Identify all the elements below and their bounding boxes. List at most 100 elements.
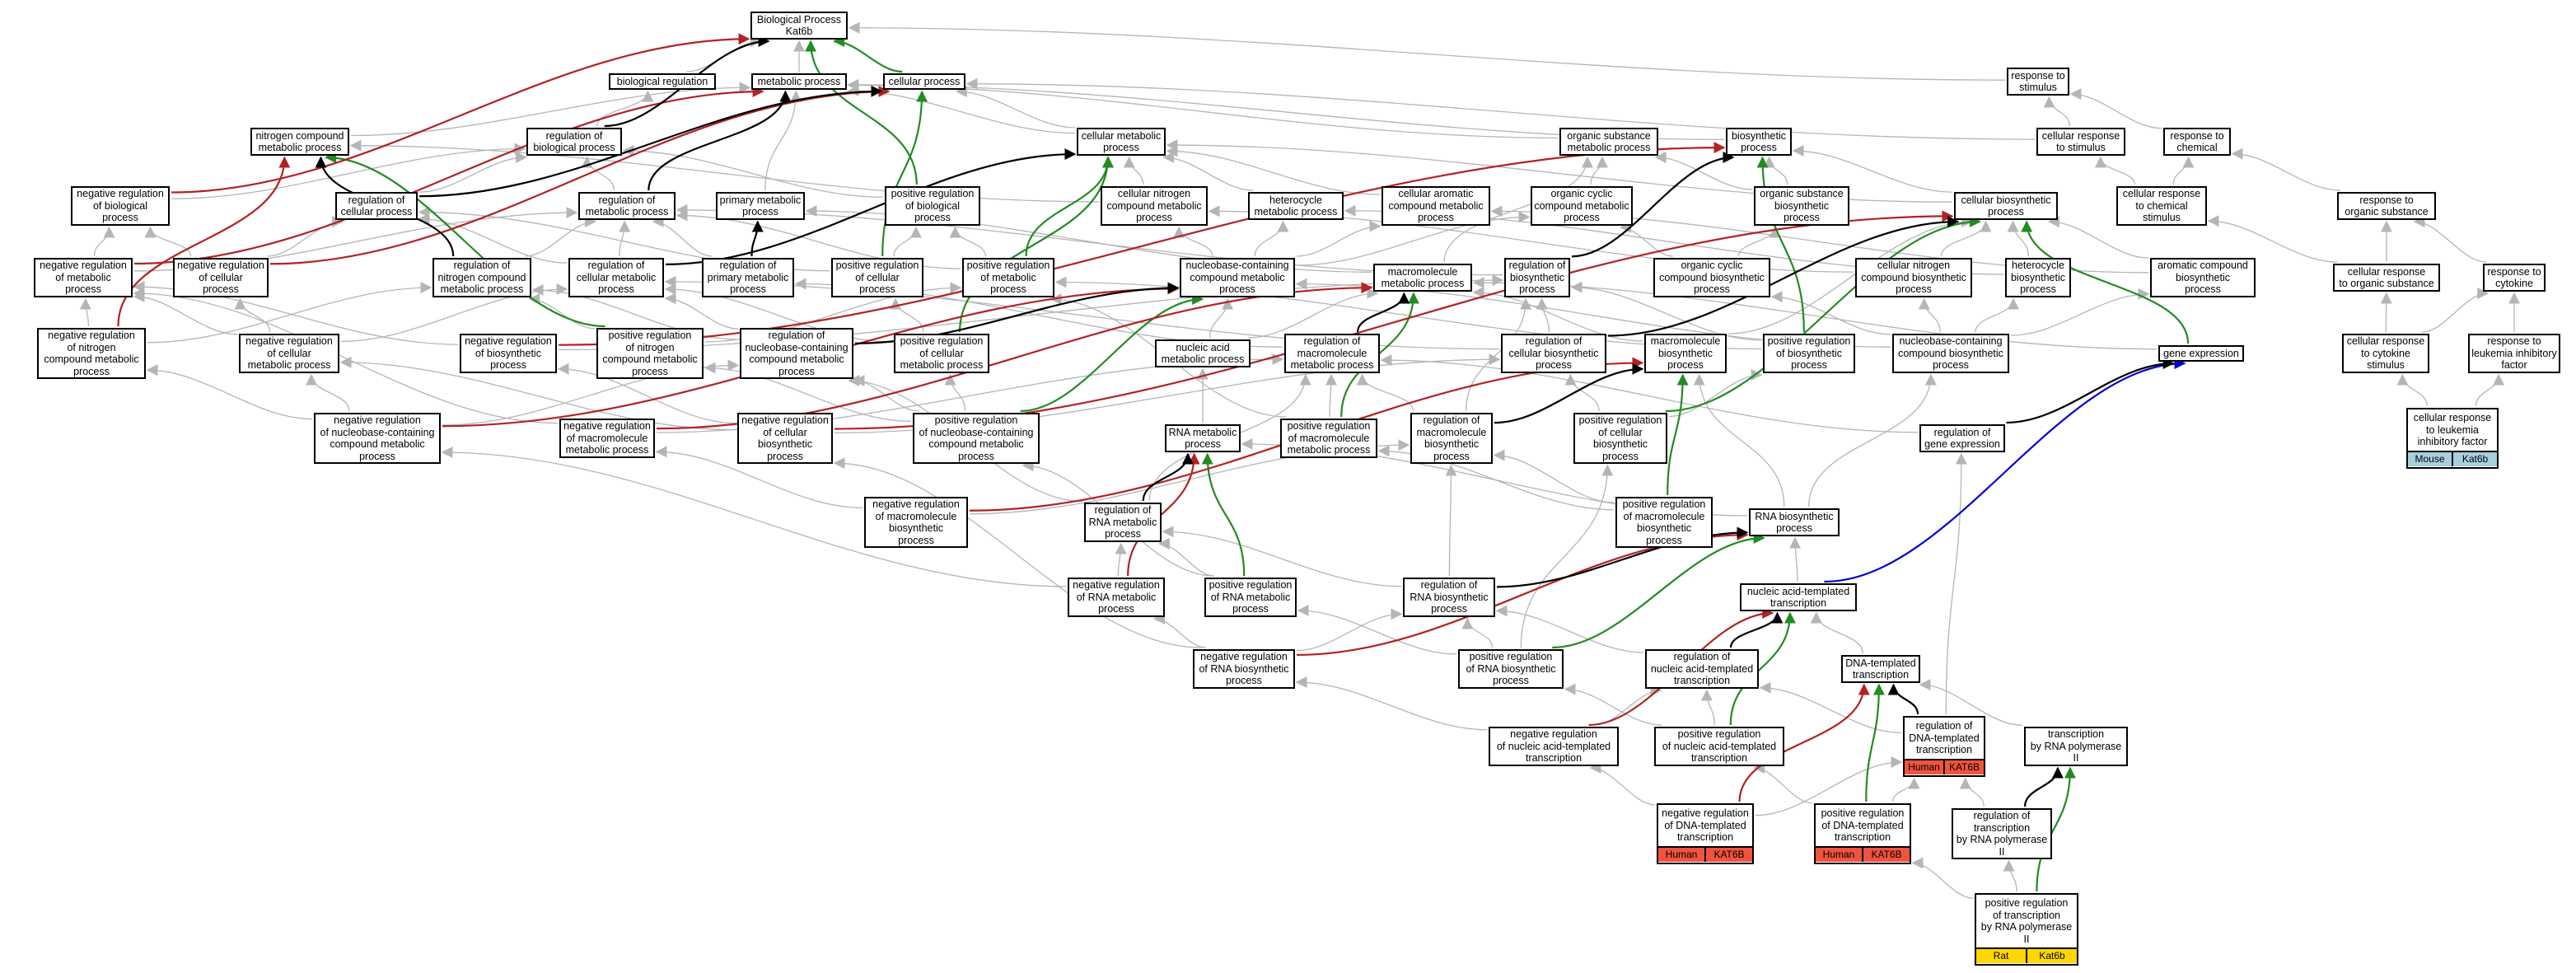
node-label-line: positive regulation: [891, 188, 975, 200]
node-label-line: process: [1933, 359, 1969, 372]
node-label-line: cellular process: [888, 75, 961, 87]
node-label-line: of biosynthetic: [475, 347, 541, 359]
node-gexp[interactable]: gene expression: [2158, 345, 2244, 362]
node-label-line: regulation of: [453, 260, 511, 272]
node-cellp[interactable]: cellular process: [883, 73, 965, 90]
edge-pmp-to-metab: [764, 90, 802, 191]
node-metab[interactable]: metabolic process: [751, 73, 847, 90]
node-breg[interactable]: biological regulation: [609, 73, 716, 90]
node-label-line: process: [632, 365, 668, 377]
edge-prnatt-to-prrnabp: [1564, 683, 1662, 726]
node-label-line: to chemical: [2135, 199, 2188, 212]
edge-hetmp-to-cmp: [1162, 152, 1254, 191]
node-label-line: by RNA polymerase: [1956, 834, 2048, 845]
edge-prrnabp-to-prrnamp: [1297, 604, 1457, 655]
edge-crcyt-to-cros: [2380, 292, 2392, 333]
edge-crcyt-to-rcyt: [2422, 288, 2490, 333]
